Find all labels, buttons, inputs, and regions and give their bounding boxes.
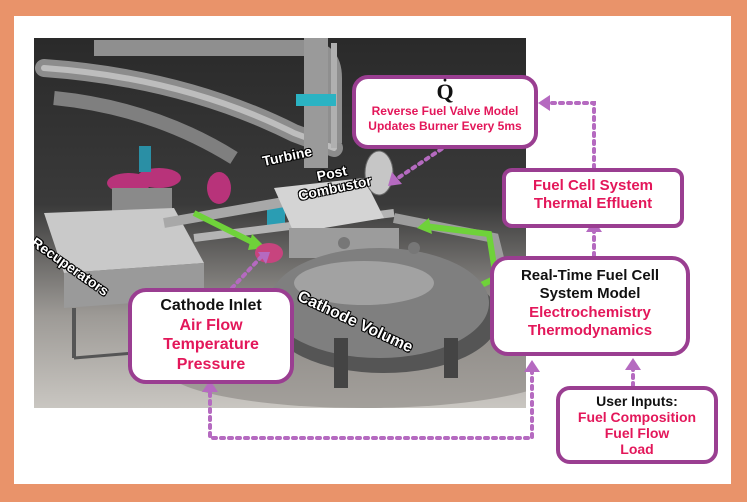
cathode-item-1: Air Flow bbox=[179, 316, 243, 334]
model-title-1: Real-Time Fuel Cell bbox=[520, 267, 660, 284]
user-item-2: Fuel Flow bbox=[604, 425, 670, 442]
user-inputs-title: User Inputs: bbox=[596, 393, 678, 409]
user-inputs-box: User Inputs: Fuel Composition Fuel Flow … bbox=[556, 386, 718, 464]
cathode-inlet-title: Cathode Inlet bbox=[160, 297, 262, 314]
burner-update-box: · Q Reverse Fuel Valve Model Updates Bur… bbox=[352, 70, 538, 149]
model-title-2: System Model bbox=[539, 285, 641, 303]
q-dot-dot: · bbox=[441, 70, 449, 90]
system-model-box: Real-Time Fuel Cell System Model Electro… bbox=[490, 256, 690, 356]
effluent-line-2: Thermal Effluent bbox=[533, 195, 653, 213]
burner-line-2: Updates Burner Every 5ms bbox=[368, 118, 522, 133]
thermal-effluent-box: Fuel Cell System Thermal Effluent bbox=[502, 168, 684, 228]
effluent-line-1: Fuel Cell System bbox=[532, 177, 654, 194]
cathode-inlet-box: Cathode Inlet Air Flow Temperature Press… bbox=[128, 288, 294, 384]
cathode-item-3: Pressure bbox=[176, 355, 246, 373]
plant-illustration bbox=[35, 38, 526, 408]
model-item-1: Electrochemistry bbox=[529, 303, 651, 321]
q-dot-symbol: · Q bbox=[436, 70, 454, 104]
user-item-1: Fuel Composition bbox=[577, 409, 697, 426]
model-item-2: Thermodynamics bbox=[527, 321, 653, 339]
user-item-3: Load bbox=[620, 441, 654, 458]
cathode-item-2: Temperature bbox=[163, 336, 259, 354]
burner-line-1: Reverse Fuel Valve Model bbox=[371, 104, 519, 119]
